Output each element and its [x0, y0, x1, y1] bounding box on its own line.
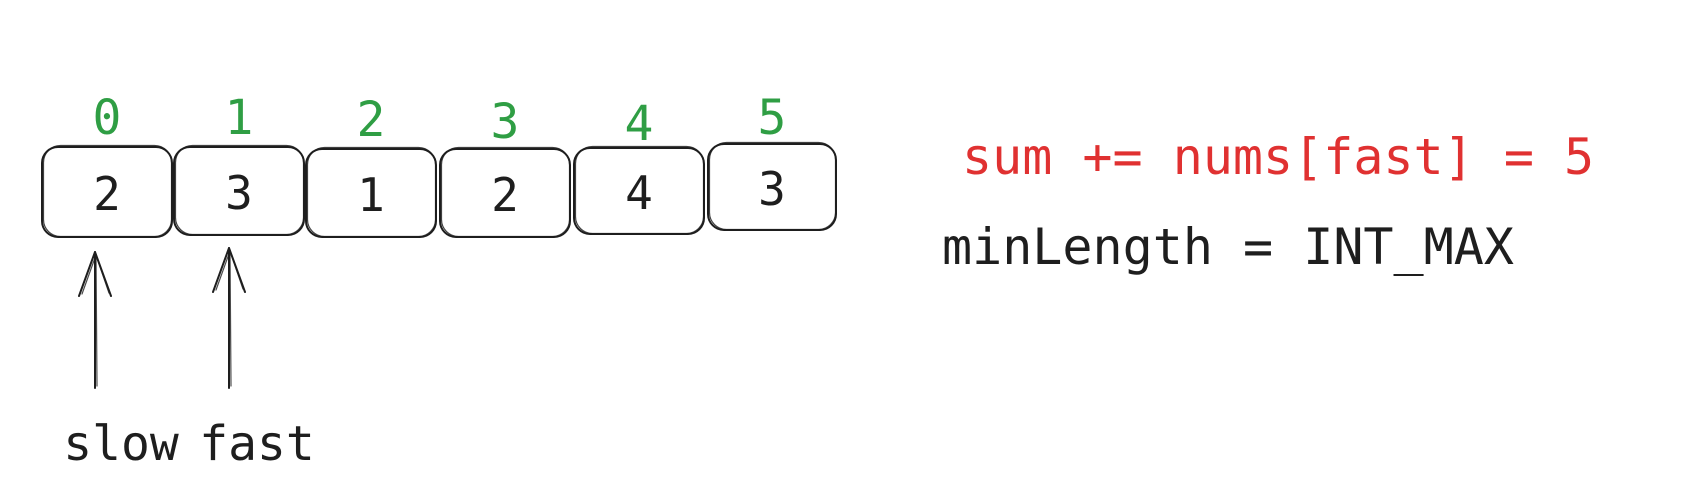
- sum-expression: sum += nums[fast] = 5: [962, 128, 1595, 186]
- array-cell-value: 3: [758, 162, 786, 216]
- array-cell-box-sketch: [42, 144, 173, 238]
- slow-pointer-arrowhead: [78, 251, 112, 297]
- array-cell-value: 1: [357, 168, 385, 222]
- slow-pointer-arrowhead-sketch: [81, 254, 110, 295]
- fast-pointer-arrowhead-sketch: [215, 250, 244, 291]
- array-index-label: 0: [92, 90, 122, 146]
- min-length-expression: minLength = INT_MAX: [942, 218, 1514, 276]
- array-cell-value: 2: [93, 167, 121, 221]
- fast-pointer-arrow-sketch: [229, 249, 232, 387]
- array-cell-value: 2: [491, 168, 519, 222]
- array-index-label: 4: [624, 96, 654, 152]
- fast-pointer-arrowhead: [212, 247, 246, 293]
- array-cell-box-sketch: [574, 145, 705, 235]
- array-index-label: 3: [490, 94, 520, 150]
- array-cell-box-sketch: [174, 144, 305, 236]
- array-cell-box-sketch: [708, 141, 837, 231]
- array-index-label: 2: [356, 92, 386, 148]
- fast-pointer-label: fast: [199, 416, 315, 472]
- array-cell-box-sketch: [440, 146, 571, 238]
- slow-pointer-arrow-sketch: [95, 253, 98, 387]
- array-index-label: 5: [757, 90, 787, 146]
- array-cell-value: 4: [625, 166, 653, 220]
- array-cell-box-sketch: [306, 146, 437, 238]
- array-cell-value: 3: [225, 166, 253, 220]
- slow-pointer-label: slow: [63, 416, 179, 472]
- array-index-label: 1: [224, 90, 254, 146]
